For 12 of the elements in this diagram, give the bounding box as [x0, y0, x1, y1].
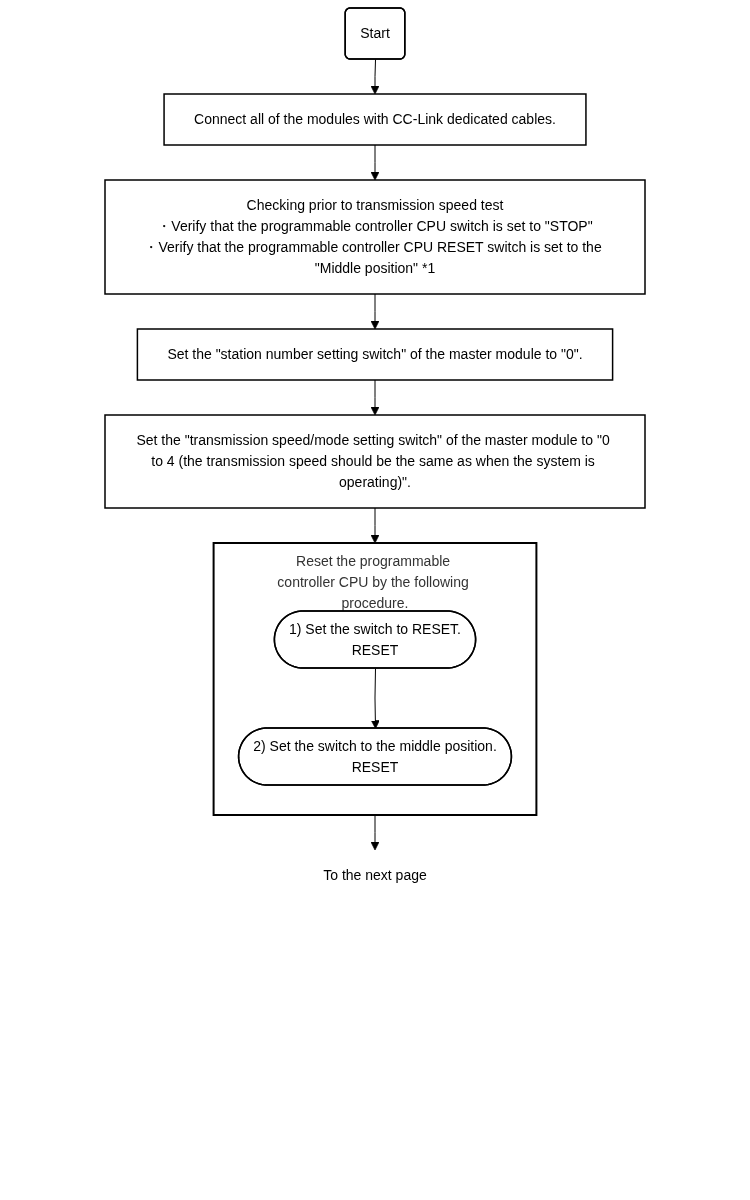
arrow	[370, 59, 380, 95]
node-text: To the next page	[323, 867, 427, 883]
node-box: Connect all of the modules with CC-Link dedicated cables.	[163, 93, 587, 146]
arrow	[370, 379, 380, 416]
node-box: Checking prior to transmission speed test ・Verify that the programmable controller CPU switch is set to "STOP" ・Verify that the programmable controller CPU RESET switch is set to the "Middle position" *1	[104, 179, 646, 295]
arrow	[370, 668, 380, 729]
node-box: Set the "transmission speed/mode setting switch" of the master module to "0 to 4 (the transmission speed should be the same as when the system is operating)".	[104, 414, 646, 509]
node-box: Set the "station number setting switch" of the master module to "0".	[136, 328, 614, 381]
arrow	[370, 293, 380, 330]
arrow	[370, 144, 380, 181]
arrow	[370, 814, 380, 851]
arrow	[370, 507, 380, 544]
